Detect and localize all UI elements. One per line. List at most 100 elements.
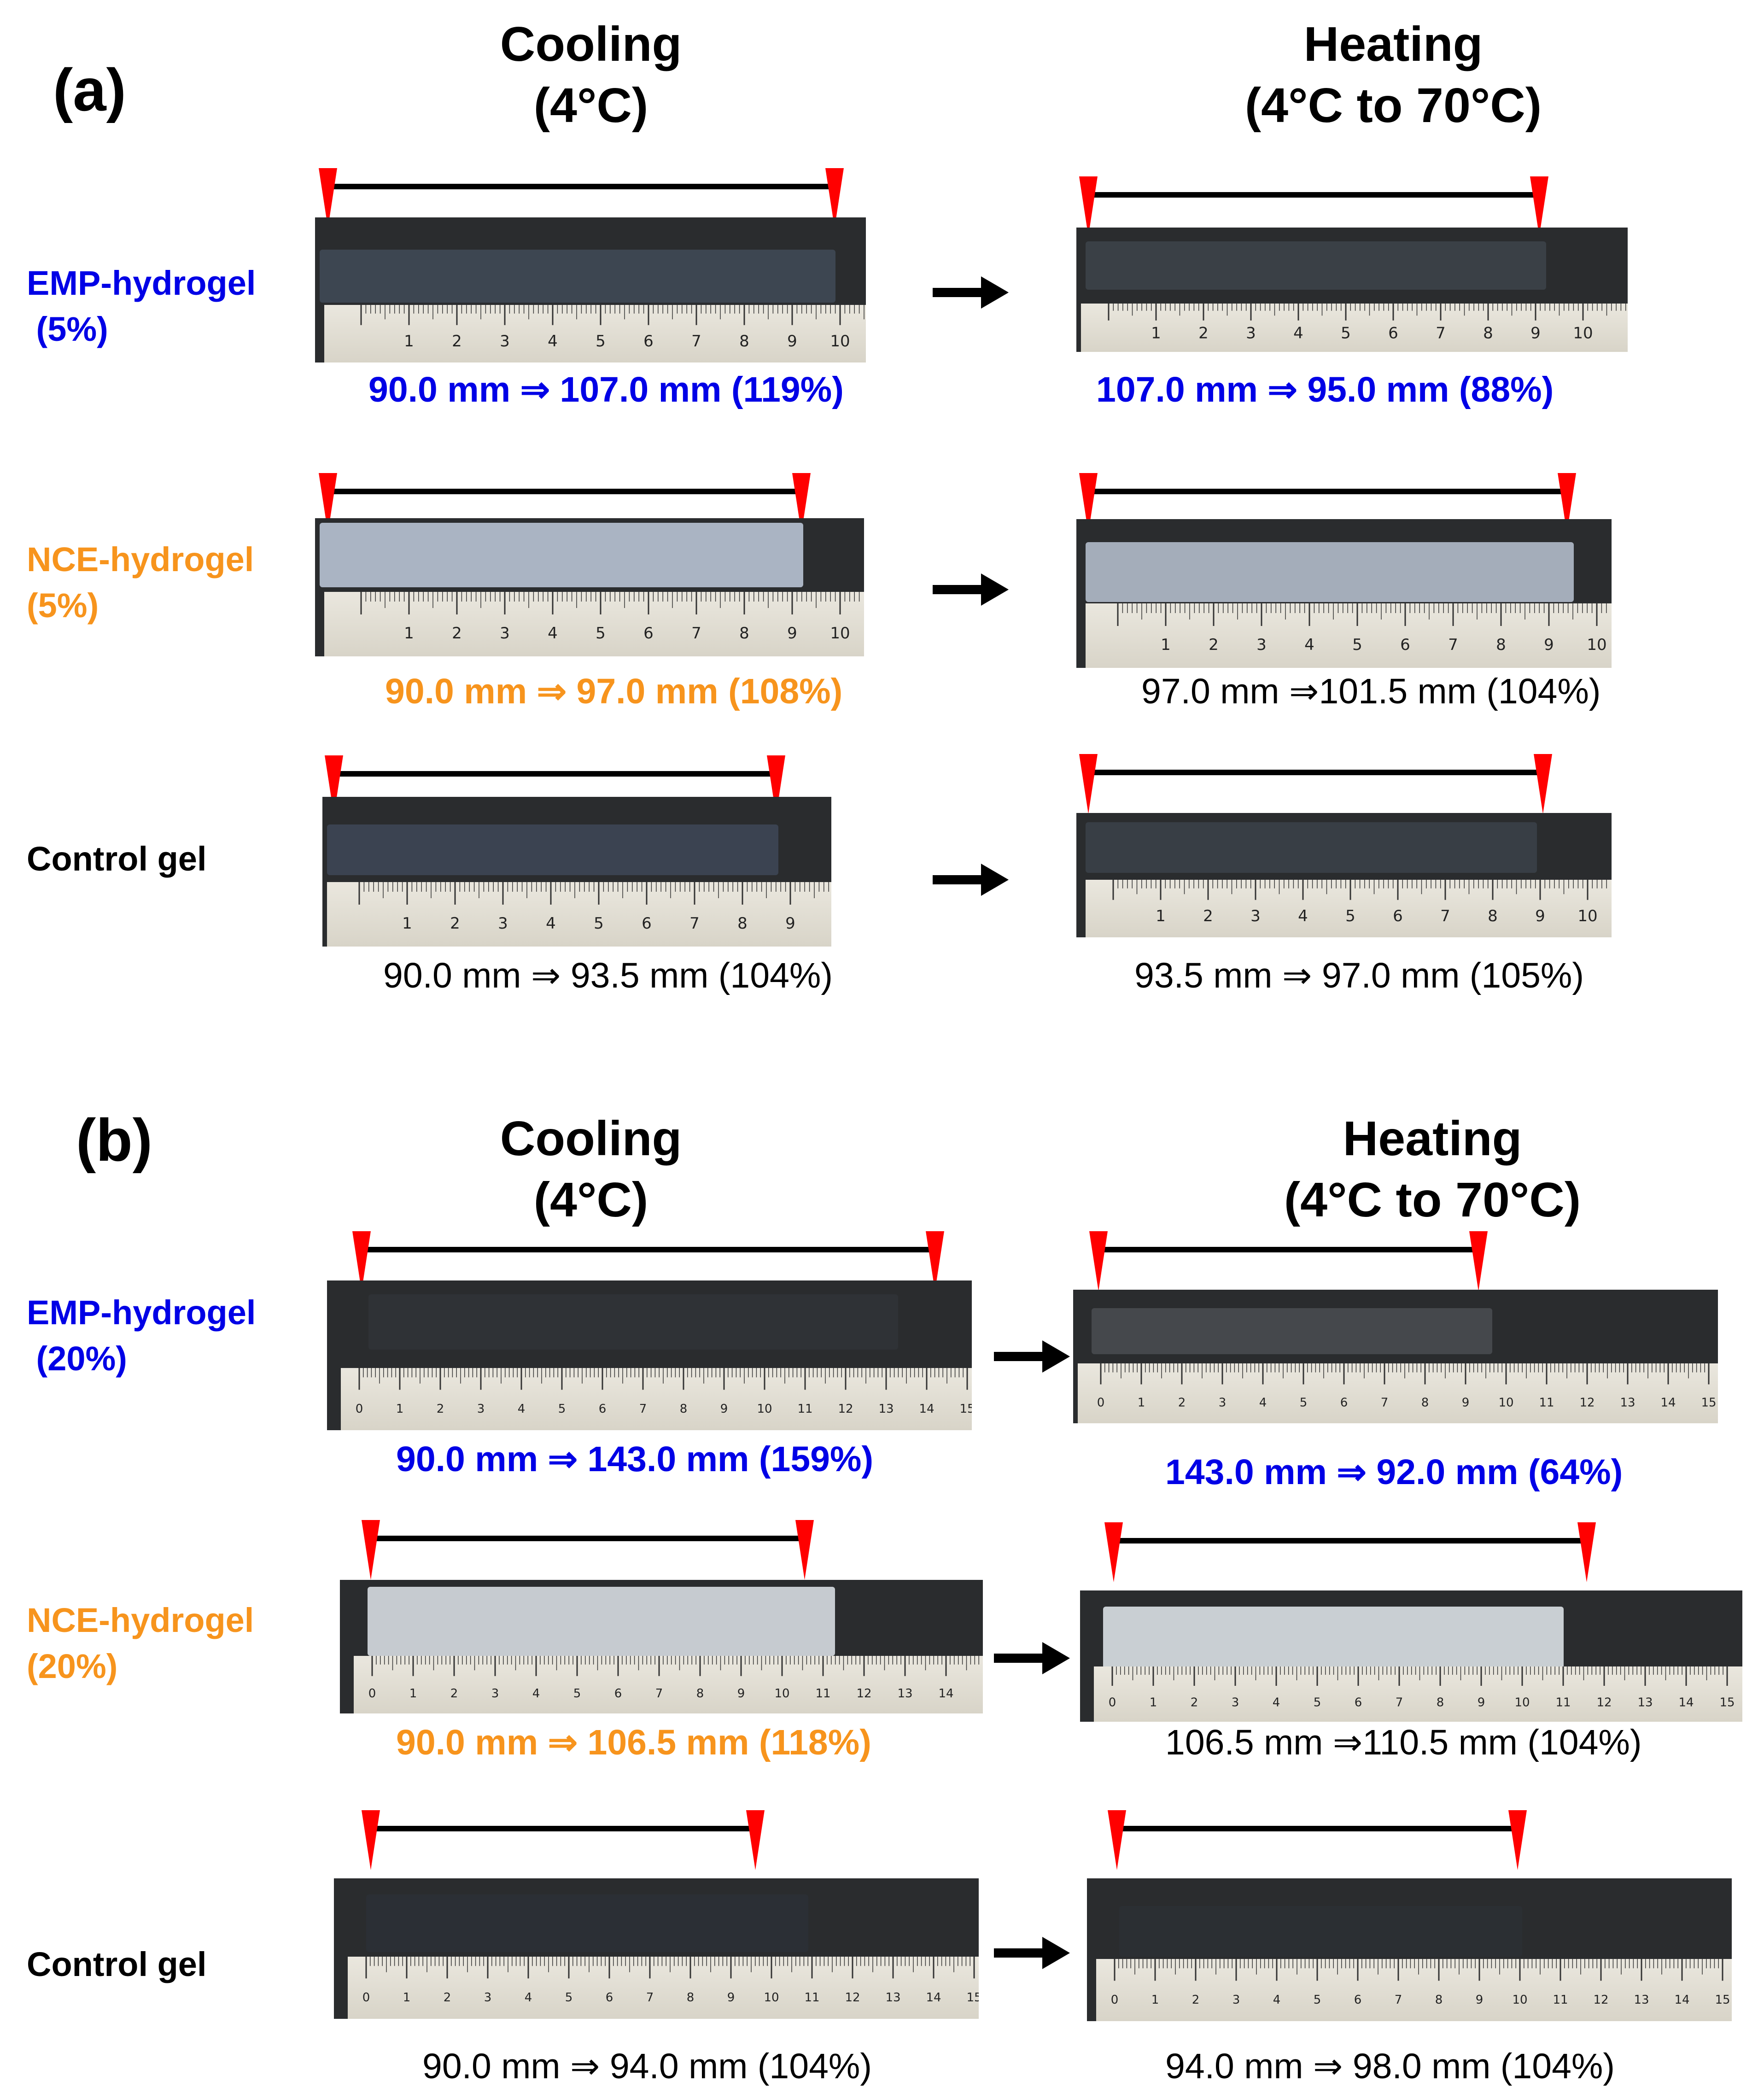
svg-text:4: 4 bbox=[532, 1687, 540, 1701]
svg-text:9: 9 bbox=[1544, 636, 1554, 654]
cooling-condition: (4°C) bbox=[533, 78, 648, 133]
red-triangle-marker-icon bbox=[795, 1520, 814, 1580]
svg-text:3: 3 bbox=[477, 1402, 485, 1416]
svg-text:12: 12 bbox=[845, 1991, 860, 2005]
svg-text:1: 1 bbox=[1156, 907, 1166, 925]
cooling-title: Cooling bbox=[500, 17, 682, 71]
hydrogel-strip bbox=[320, 250, 835, 303]
red-triangle-marker-icon bbox=[1469, 1231, 1488, 1291]
svg-text:6: 6 bbox=[642, 914, 652, 933]
svg-text:12: 12 bbox=[1579, 1396, 1595, 1410]
svg-text:5: 5 bbox=[1341, 324, 1351, 343]
svg-text:14: 14 bbox=[1674, 1993, 1689, 2007]
cooling-header: Cooling (4°C) bbox=[338, 14, 844, 136]
row-label-emp: EMP-hydrogel (20%) bbox=[27, 1293, 256, 1378]
svg-text:14: 14 bbox=[926, 1991, 941, 2005]
svg-text:6: 6 bbox=[643, 332, 654, 351]
length-marker bbox=[319, 473, 811, 533]
svg-text:4: 4 bbox=[1259, 1396, 1267, 1410]
svg-text:7: 7 bbox=[1395, 1993, 1402, 2007]
svg-text:12: 12 bbox=[856, 1687, 871, 1701]
svg-text:1: 1 bbox=[1151, 324, 1161, 343]
svg-text:11: 11 bbox=[815, 1687, 830, 1701]
red-triangle-marker-icon bbox=[325, 755, 343, 815]
svg-text:9: 9 bbox=[1462, 1396, 1470, 1410]
hydrogel-strip bbox=[368, 1294, 898, 1350]
svg-text:6: 6 bbox=[599, 1402, 607, 1416]
red-triangle-marker-icon bbox=[792, 473, 811, 533]
red-triangle-marker-icon bbox=[746, 1810, 765, 1870]
svg-text:3: 3 bbox=[500, 332, 510, 351]
svg-text:10: 10 bbox=[1587, 636, 1606, 654]
svg-text:11: 11 bbox=[1555, 1695, 1571, 1709]
svg-text:1: 1 bbox=[1138, 1396, 1145, 1410]
svg-text:14: 14 bbox=[919, 1402, 934, 1416]
svg-text:7: 7 bbox=[691, 624, 701, 643]
hydrogel-strip bbox=[1103, 1607, 1564, 1669]
svg-text:3: 3 bbox=[1250, 907, 1261, 925]
svg-text:8: 8 bbox=[1483, 324, 1493, 343]
svg-text:10: 10 bbox=[830, 332, 850, 351]
svg-text:13: 13 bbox=[1620, 1396, 1635, 1410]
svg-text:3: 3 bbox=[491, 1687, 499, 1701]
heating-condition: (4°C to 70°C) bbox=[1244, 78, 1542, 133]
heating-caption-nce: 97.0 mm ⇒101.5 mm (104%) bbox=[1141, 672, 1601, 711]
svg-text:13: 13 bbox=[885, 1991, 900, 2005]
svg-text:1: 1 bbox=[1150, 1695, 1157, 1709]
heating-caption-nce: 106.5 mm ⇒110.5 mm (104%) bbox=[1165, 1723, 1642, 1762]
svg-text:10: 10 bbox=[830, 624, 850, 643]
svg-text:1: 1 bbox=[403, 1991, 411, 2005]
svg-text:3: 3 bbox=[498, 914, 508, 933]
svg-text:5: 5 bbox=[1345, 907, 1355, 925]
heating-title: Heating bbox=[1303, 17, 1483, 71]
red-triangle-marker-icon bbox=[1079, 176, 1098, 236]
svg-text:7: 7 bbox=[1436, 324, 1446, 343]
length-marker bbox=[352, 1231, 944, 1291]
cooling-caption-emp: 90.0 mm ⇒ 107.0 mm (119%) bbox=[368, 370, 844, 409]
svg-text:15: 15 bbox=[959, 1402, 972, 1416]
svg-text:2: 2 bbox=[452, 624, 462, 643]
svg-text:3: 3 bbox=[1219, 1396, 1227, 1410]
hydrogel-strip bbox=[1086, 822, 1537, 873]
svg-text:2: 2 bbox=[437, 1402, 444, 1416]
svg-text:7: 7 bbox=[655, 1687, 663, 1701]
svg-text:10: 10 bbox=[1498, 1396, 1513, 1410]
svg-text:4: 4 bbox=[548, 624, 558, 643]
svg-text:3: 3 bbox=[1232, 1993, 1240, 2007]
svg-text:4: 4 bbox=[1293, 324, 1303, 343]
red-triangle-marker-icon bbox=[1508, 1810, 1527, 1870]
svg-text:4: 4 bbox=[1304, 636, 1314, 654]
length-marker bbox=[1079, 754, 1552, 814]
svg-text:4: 4 bbox=[518, 1402, 526, 1416]
hydrogel-strip bbox=[1119, 1906, 1522, 1957]
length-marker bbox=[1108, 1810, 1527, 1870]
svg-text:2: 2 bbox=[1209, 636, 1219, 654]
svg-text:5: 5 bbox=[1300, 1396, 1308, 1410]
svg-text:9: 9 bbox=[1476, 1993, 1484, 2007]
svg-text:2: 2 bbox=[1198, 324, 1209, 343]
right-arrow-icon bbox=[933, 573, 1009, 606]
red-triangle-marker-icon bbox=[1577, 1522, 1596, 1582]
svg-text:9: 9 bbox=[720, 1402, 728, 1416]
svg-text:5: 5 bbox=[596, 624, 606, 643]
svg-text:7: 7 bbox=[1381, 1396, 1389, 1410]
svg-text:2: 2 bbox=[1191, 1695, 1198, 1709]
svg-text:0: 0 bbox=[362, 1991, 370, 2005]
cooling-caption-control: 90.0 mm ⇒ 94.0 mm (104%) bbox=[422, 2046, 872, 2086]
svg-text:8: 8 bbox=[739, 624, 749, 643]
svg-text:15: 15 bbox=[1715, 1993, 1730, 2007]
svg-text:2: 2 bbox=[450, 1687, 458, 1701]
hydrogel-strip bbox=[366, 1894, 808, 1952]
svg-text:4: 4 bbox=[1273, 1993, 1281, 2007]
panel-label: (b) bbox=[76, 1106, 152, 1174]
svg-text:12: 12 bbox=[1593, 1993, 1608, 2007]
svg-text:6: 6 bbox=[606, 1991, 613, 2005]
svg-text:9: 9 bbox=[787, 332, 797, 351]
